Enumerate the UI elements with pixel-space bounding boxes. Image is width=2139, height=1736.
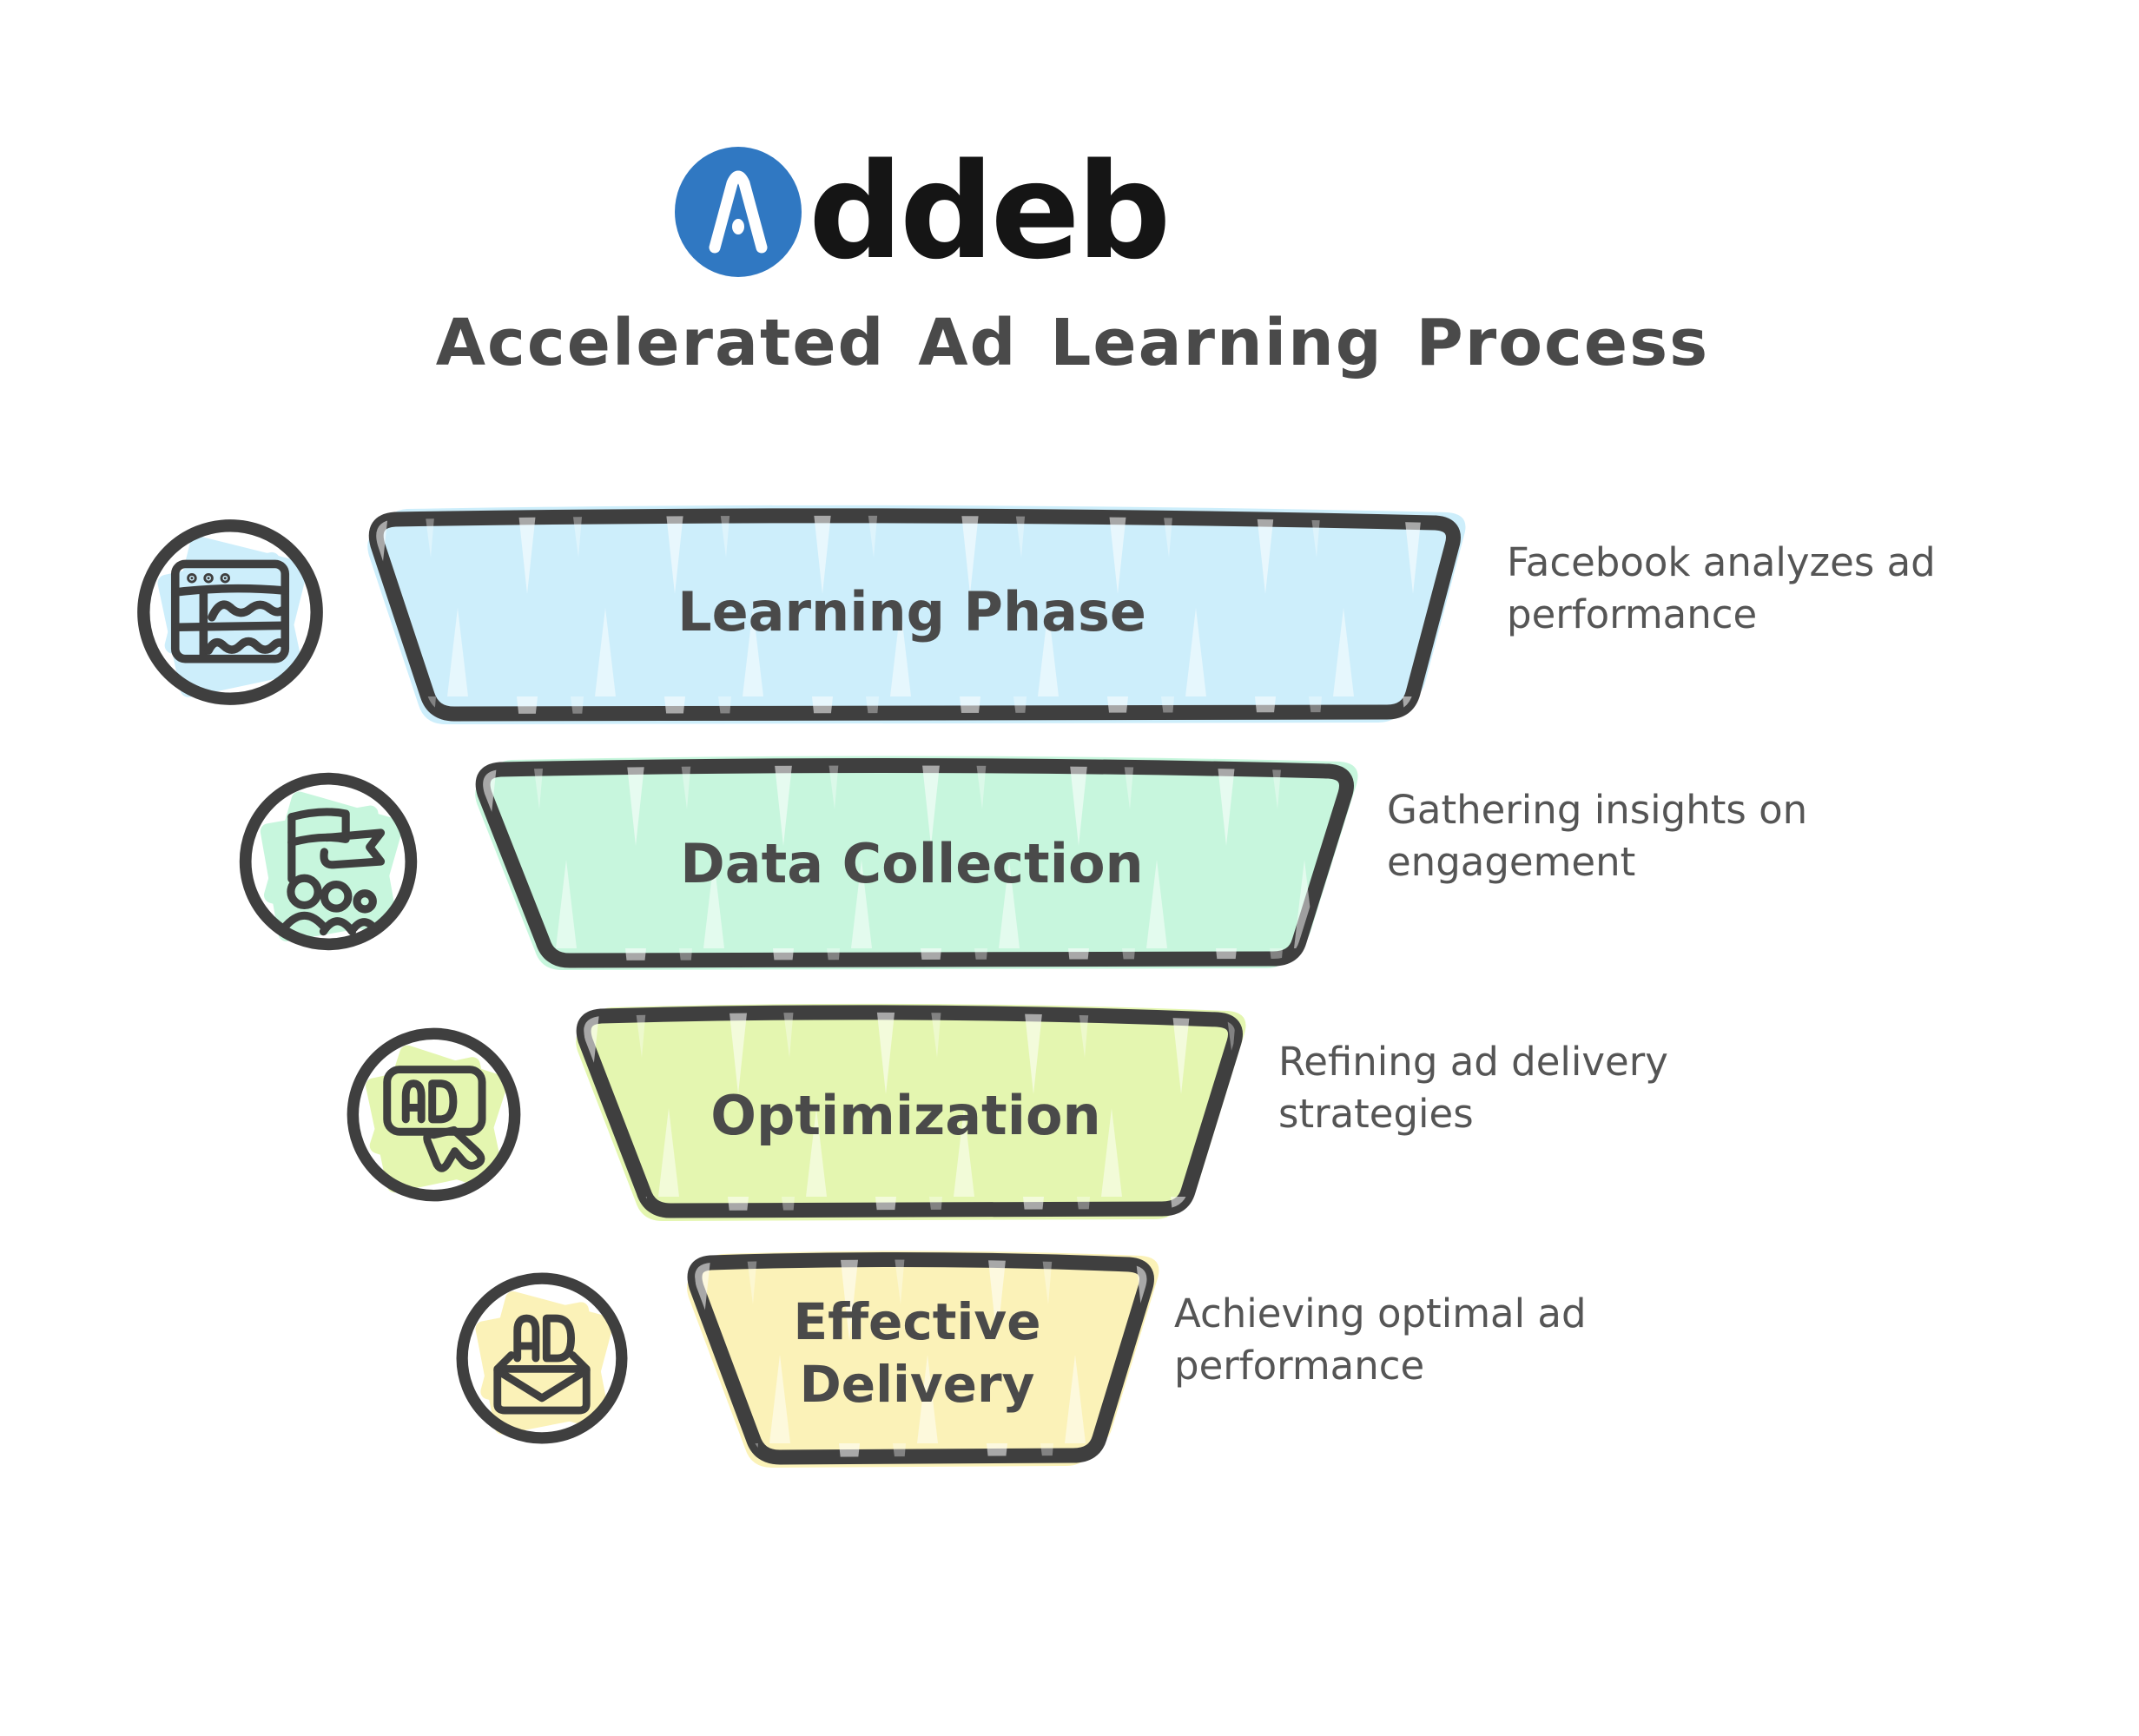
description-line: Facebook analyzes ad	[1507, 539, 1936, 585]
description-line: performance	[1174, 1343, 1425, 1389]
bar-scribble-texture	[695, 1259, 1147, 1457]
brand-logo: ddeb	[673, 135, 1172, 288]
description-line: Achieving optimal ad	[1174, 1290, 1587, 1337]
icon-circle-border	[347, 1027, 521, 1202]
logo-letter-a-dot	[732, 219, 744, 234]
stage-description: Refining ad delivery strategies	[1278, 1036, 1668, 1140]
stage-description: Achieving optimal ad performance	[1174, 1288, 1587, 1392]
description-line: engagement	[1387, 839, 1636, 885]
description-line: performance	[1507, 591, 1758, 637]
analytics-browser-icon	[137, 519, 323, 705]
brand-logo-icon	[675, 147, 802, 277]
description-line: strategies	[1278, 1091, 1474, 1137]
stage-label: Optimization	[710, 1084, 1101, 1147]
stage-label: Learning Phase	[677, 580, 1146, 644]
description-line: Refining ad delivery	[1278, 1039, 1668, 1085]
bar-scribble-texture	[584, 1012, 1236, 1211]
brand-wordmark: ddeb	[809, 135, 1172, 288]
bar-scribble-texture	[483, 765, 1347, 960]
ad-envelope-icon	[456, 1272, 628, 1444]
logo-letter-a	[709, 170, 768, 254]
logo-circle	[675, 147, 802, 277]
stage-label: Data Collection	[680, 832, 1144, 895]
funnel-bar-effective-delivery	[687, 1251, 1159, 1468]
funnel-bar-learning-phase	[367, 505, 1466, 724]
icon-circle-border	[456, 1272, 628, 1444]
stage-description: Facebook analyzes ad performance	[1507, 537, 1936, 641]
bar-scribble-texture	[376, 515, 1454, 714]
icon-circle-border	[137, 519, 323, 705]
page-title: Accelerated Ad Learning Process	[435, 306, 1710, 380]
funnel-bar-data-collection	[475, 756, 1358, 970]
team-flag-icon	[239, 772, 418, 951]
ad-click-icon	[347, 1027, 521, 1202]
description-line: Gathering insights on	[1387, 787, 1808, 833]
icon-highlight-square	[366, 1057, 502, 1193]
stage-label: Effective Delivery	[793, 1292, 1041, 1414]
icon-circle-border	[239, 772, 418, 951]
funnel-bar-optimization	[576, 1003, 1246, 1221]
stage-description: Gathering insights on engagement	[1387, 784, 1807, 888]
